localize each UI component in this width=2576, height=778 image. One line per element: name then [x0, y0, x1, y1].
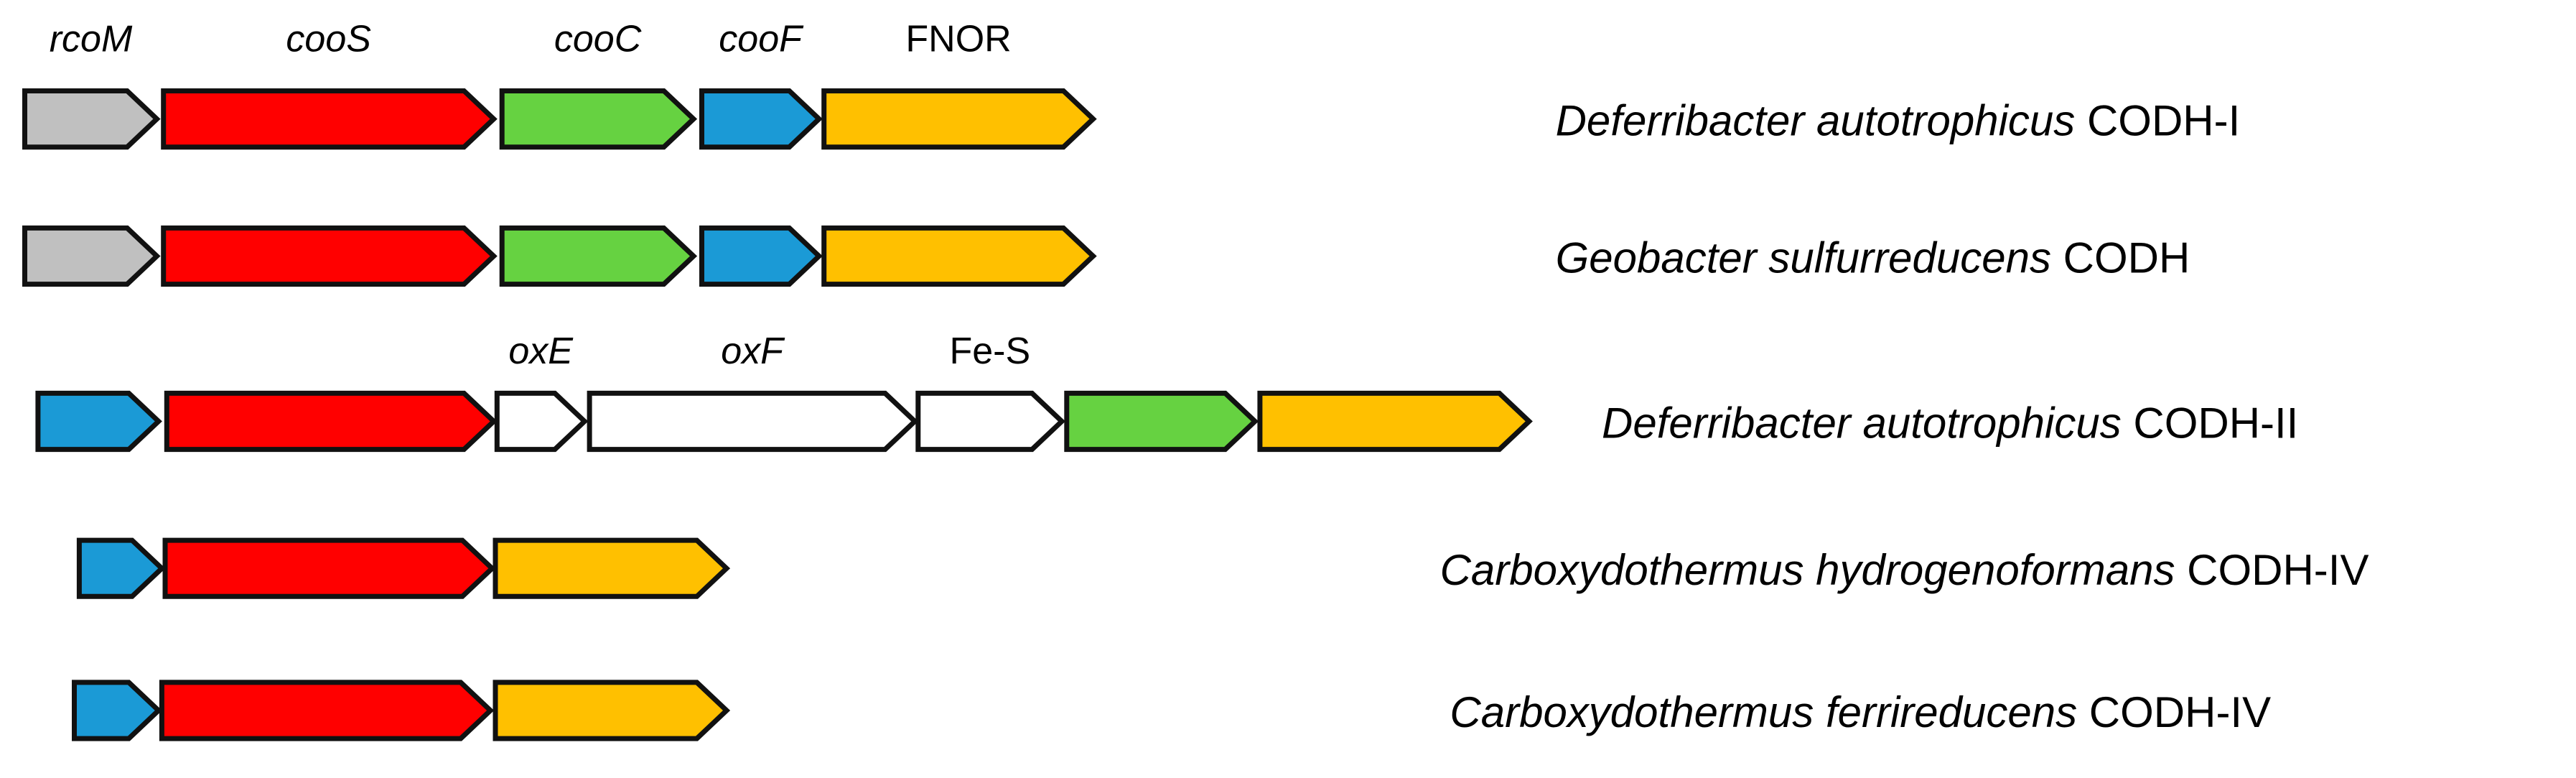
gene-label: cooC	[554, 18, 642, 60]
gene-arrow	[159, 680, 495, 741]
organism-species: Geobacter sulfurreducens	[1556, 234, 2051, 282]
organism-codh-type: CODH-IV	[2077, 688, 2271, 736]
gene-cluster-row: oxE oxF Fe-S Deferribacter autotrophicus CO…	[35, 330, 2298, 453]
organism-label: Deferribacter autotrophicus CODH-I	[1556, 97, 2241, 145]
gene-arrow	[161, 225, 498, 287]
gene-label: cooF	[719, 18, 804, 60]
organism-label: Deferribacter autotrophicus CODH-II	[1602, 399, 2298, 448]
gene-arrow	[493, 537, 731, 599]
gene-arrow-oxe	[494, 390, 589, 453]
gene-arrow	[162, 537, 496, 599]
gene-arrow-oxf	[587, 390, 919, 453]
gene-arrow	[821, 225, 1097, 287]
gene-cluster-row: Carboxydothermus ferrireducens CODH-IV	[72, 680, 2271, 741]
gene-arrow	[76, 537, 166, 599]
gene-label: cooS	[286, 18, 371, 60]
gene-arrow	[499, 225, 698, 287]
gene-cluster-row: Geobacter sulfurreducens CODH	[22, 225, 2190, 287]
gene-arrow-rcom	[22, 88, 161, 150]
organism-codh-type: CODH-IV	[2175, 546, 2369, 594]
gene-arrow	[72, 680, 162, 741]
gene-label: FNOR	[905, 18, 1011, 60]
gene-arrow	[22, 225, 161, 287]
organism-label: Carboxydothermus hydrogenoformans CODH-I…	[1440, 546, 2369, 594]
gene-arrow	[493, 680, 731, 741]
gene-label: rcoM	[50, 18, 133, 60]
organism-codh-type: CODH	[2051, 234, 2190, 282]
gene-arrow	[699, 225, 823, 287]
gene-cluster-row: Carboxydothermus hydrogenoformans CODH-I…	[76, 537, 2369, 599]
gene-label: oxE	[508, 330, 574, 372]
organism-species: Deferribacter autotrophicus	[1602, 399, 2122, 448]
organism-species: Carboxydothermus hydrogenoformans	[1440, 546, 2175, 594]
organism-species: Deferribacter autotrophicus	[1556, 97, 2076, 145]
organism-label: Carboxydothermus ferrireducens CODH-IV	[1450, 688, 2271, 736]
organism-species: Carboxydothermus ferrireducens	[1450, 688, 2077, 736]
gene-arrow	[1257, 390, 1533, 453]
gene-cluster-row: rcoM cooS cooC cooF FNOR Deferribacter autotr…	[22, 18, 2241, 150]
gene-arrow	[164, 390, 498, 453]
gene-arrow-cooc	[499, 88, 698, 150]
organism-codh-type: CODH-II	[2122, 399, 2299, 448]
gene-arrow-coos	[161, 88, 498, 150]
gene-arrow	[35, 390, 162, 453]
gene-arrow	[1064, 390, 1259, 453]
organism-label: Geobacter sulfurreducens CODH	[1556, 234, 2190, 282]
gene-arrow-fe-s	[915, 390, 1065, 453]
gene-arrow-fnor	[821, 88, 1097, 150]
gene-label: Fe-S	[949, 330, 1030, 372]
gene-arrow-coof	[699, 88, 823, 150]
gene-label: oxF	[721, 330, 785, 372]
organism-codh-type: CODH-I	[2075, 97, 2240, 145]
